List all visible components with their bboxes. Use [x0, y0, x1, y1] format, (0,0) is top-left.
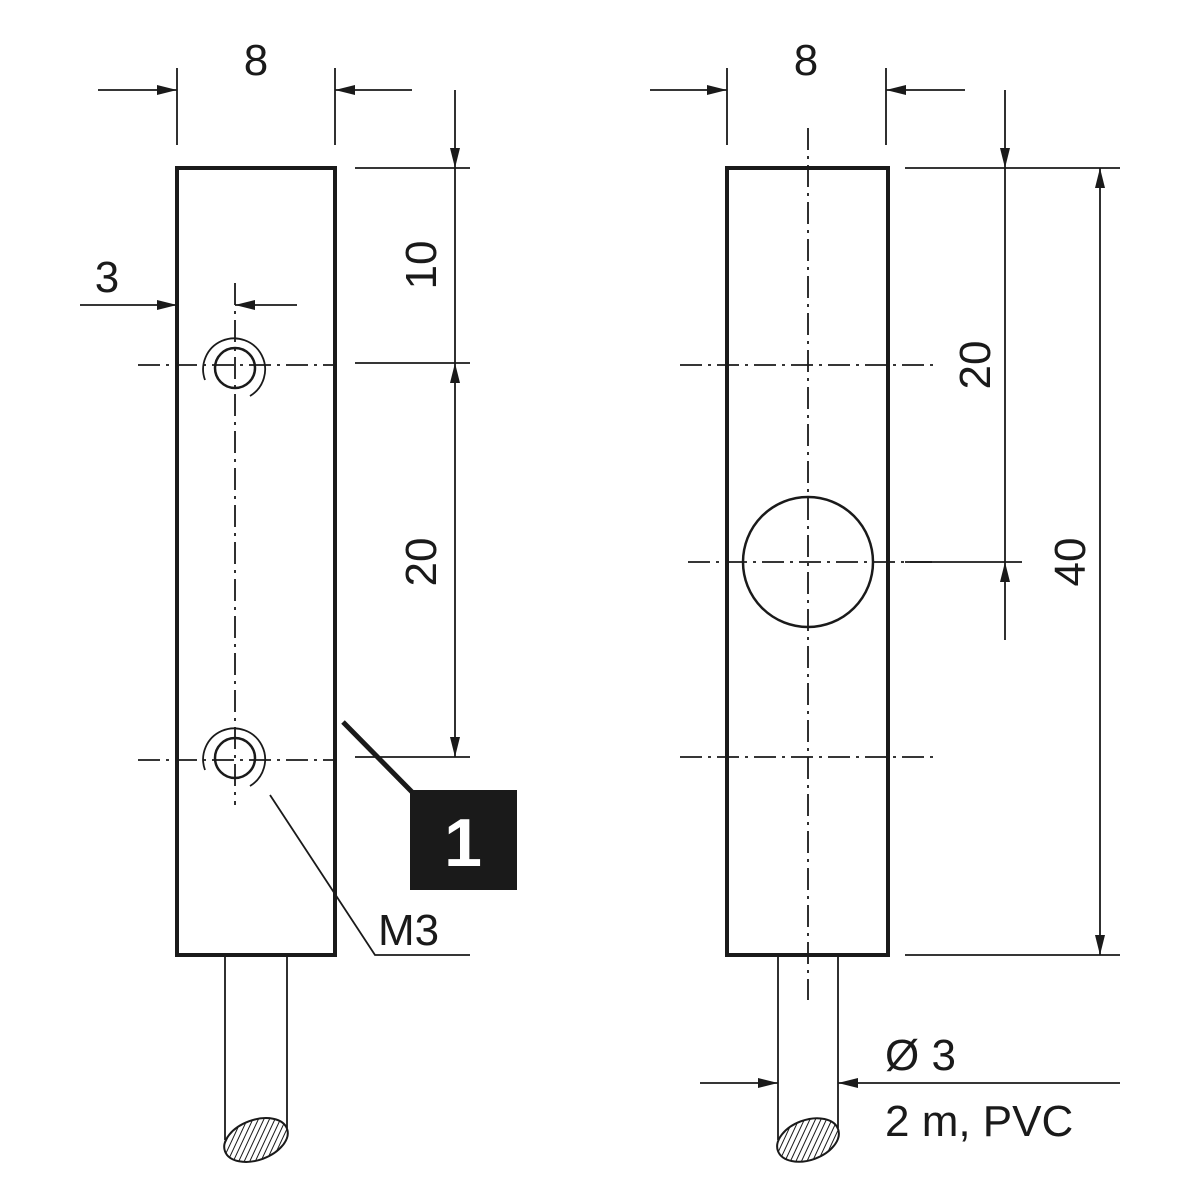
- hole-spacing-dimension: 20: [397, 538, 446, 587]
- mounting-hole-bottom: [202, 727, 267, 787]
- right-view: 8 20 40 Ø 3 2 m, PVC: [650, 36, 1120, 1163]
- callout-number: 1: [444, 805, 482, 881]
- hole-offset-dimension: 3: [95, 253, 119, 302]
- length-dimension: 40: [1046, 538, 1095, 587]
- center-offset-dimension: 20: [951, 341, 1000, 390]
- mounting-hole-top: [202, 337, 267, 397]
- left-view: 8 10 20 3 1 M3: [80, 36, 517, 1163]
- top-offset-dimension: 10: [397, 241, 446, 290]
- cable-diameter-dimension: Ø 3: [885, 1031, 956, 1080]
- cable-left: [223, 955, 289, 1163]
- sensor-body-left: [175, 166, 337, 957]
- thread-label: M3: [378, 906, 439, 955]
- sensing-face-circle: [741, 495, 875, 629]
- callout-box: [410, 790, 517, 890]
- cable-spec: 2 m, PVC: [885, 1097, 1073, 1146]
- cable-right: [776, 955, 840, 1163]
- width-dimension-left: 8: [244, 36, 268, 85]
- width-dimension-right: 8: [794, 36, 818, 85]
